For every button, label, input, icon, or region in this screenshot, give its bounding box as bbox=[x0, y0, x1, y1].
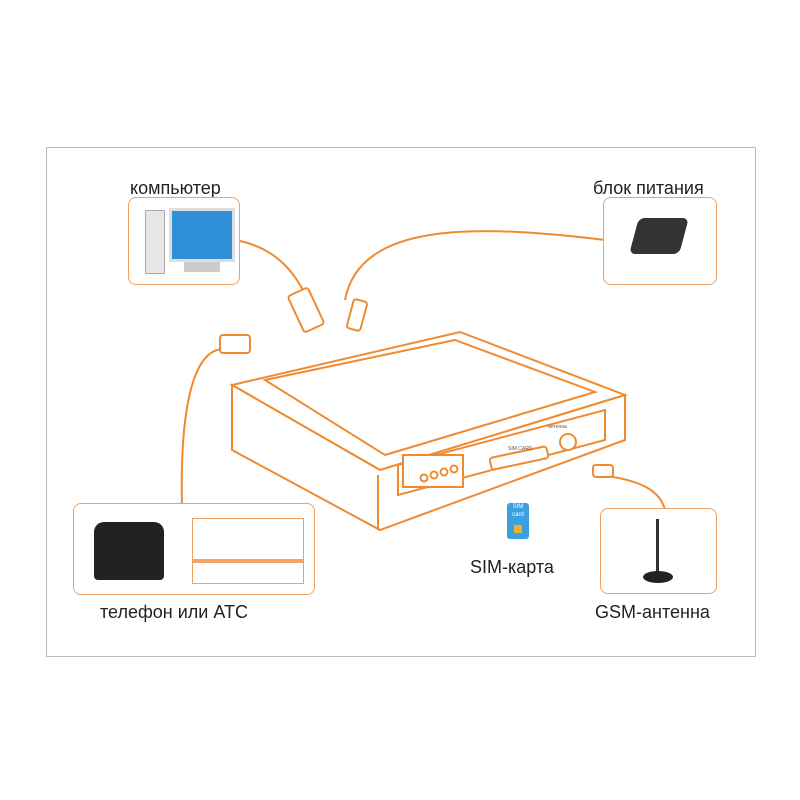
power-adapter-icon bbox=[629, 218, 689, 254]
gsm-gateway-device bbox=[229, 330, 629, 532]
antenna-icon bbox=[656, 519, 659, 577]
led-indicator bbox=[419, 473, 429, 483]
sim-card-slot bbox=[488, 445, 550, 471]
device-top-inset bbox=[262, 338, 599, 457]
phone-cable bbox=[180, 348, 231, 506]
power-plug-icon bbox=[346, 298, 368, 332]
led-indicator bbox=[439, 467, 449, 477]
computer-label: компьютер bbox=[130, 178, 221, 198]
led-indicator bbox=[429, 470, 439, 480]
antenna-port-label: антенна bbox=[548, 424, 567, 430]
phone-box bbox=[73, 503, 315, 595]
diagram-frame bbox=[46, 147, 756, 657]
telephone-icon bbox=[94, 522, 164, 580]
power-box bbox=[603, 197, 717, 285]
sim-icon-text: SIM card bbox=[512, 504, 524, 518]
sim-card-icon: SIM card bbox=[507, 503, 529, 539]
power-label: блок питания bbox=[593, 178, 704, 198]
rj11-plug-icon bbox=[219, 334, 251, 354]
computer-tower-icon bbox=[145, 210, 165, 274]
computer-box bbox=[128, 197, 240, 285]
sma-connector-icon bbox=[592, 464, 614, 478]
antenna-cable bbox=[599, 474, 666, 511]
phone-label: телефон или АТС bbox=[100, 602, 248, 622]
power-cable bbox=[344, 230, 606, 301]
sim-label: SIM-карта bbox=[470, 557, 554, 577]
antenna-port bbox=[559, 433, 577, 451]
gsm-label: GSM-антенна bbox=[595, 602, 710, 622]
monitor-icon bbox=[169, 208, 235, 262]
led-indicator bbox=[449, 464, 459, 474]
device-front-panel bbox=[377, 408, 606, 530]
sim-slot-label: SIM CARD bbox=[508, 446, 533, 452]
antenna-base-icon bbox=[643, 571, 673, 583]
usb-plug-icon bbox=[287, 287, 325, 333]
pbx-icon bbox=[192, 518, 304, 584]
keyboard-icon bbox=[184, 262, 220, 272]
antenna-box bbox=[600, 508, 717, 594]
sim-chip-icon bbox=[514, 525, 522, 533]
